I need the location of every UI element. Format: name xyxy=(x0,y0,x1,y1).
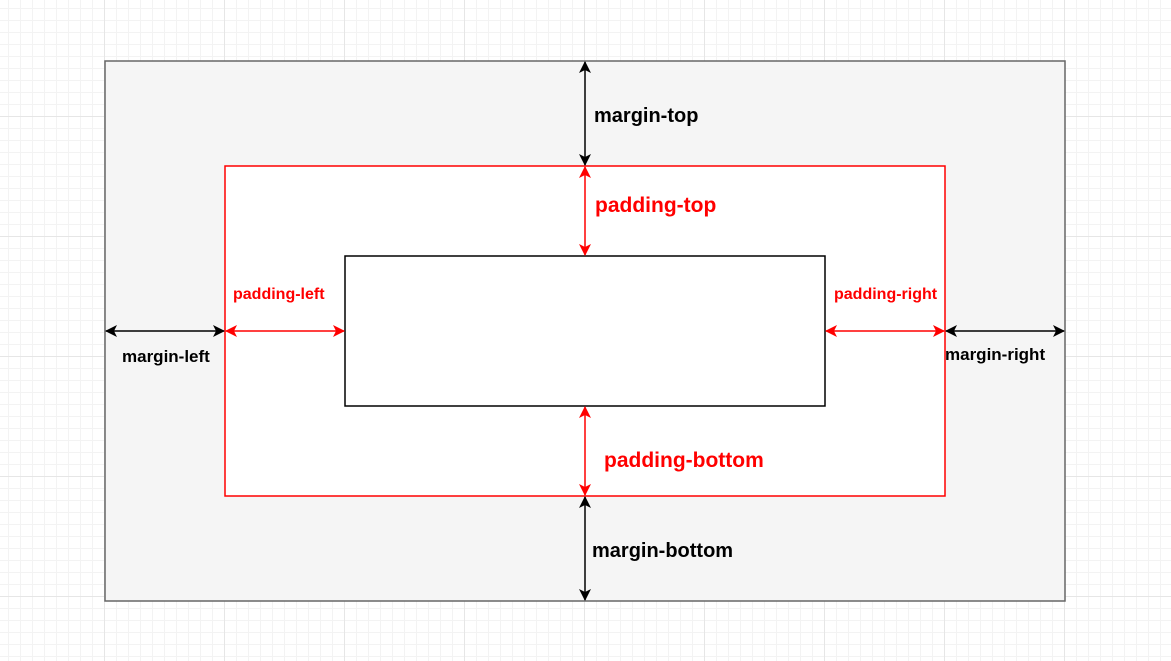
padding-right-label: padding-right xyxy=(834,286,938,303)
padding-bottom-label: padding-bottom xyxy=(604,449,764,472)
margin-bottom-label: margin-bottom xyxy=(592,540,733,562)
padding-top-label: padding-top xyxy=(595,194,716,217)
content-box xyxy=(344,255,826,407)
margin-top-label: margin-top xyxy=(594,105,698,127)
margin-left-label: margin-left xyxy=(122,347,210,366)
margin-right-label: margin-right xyxy=(945,345,1045,364)
padding-left-label: padding-left xyxy=(233,286,325,303)
